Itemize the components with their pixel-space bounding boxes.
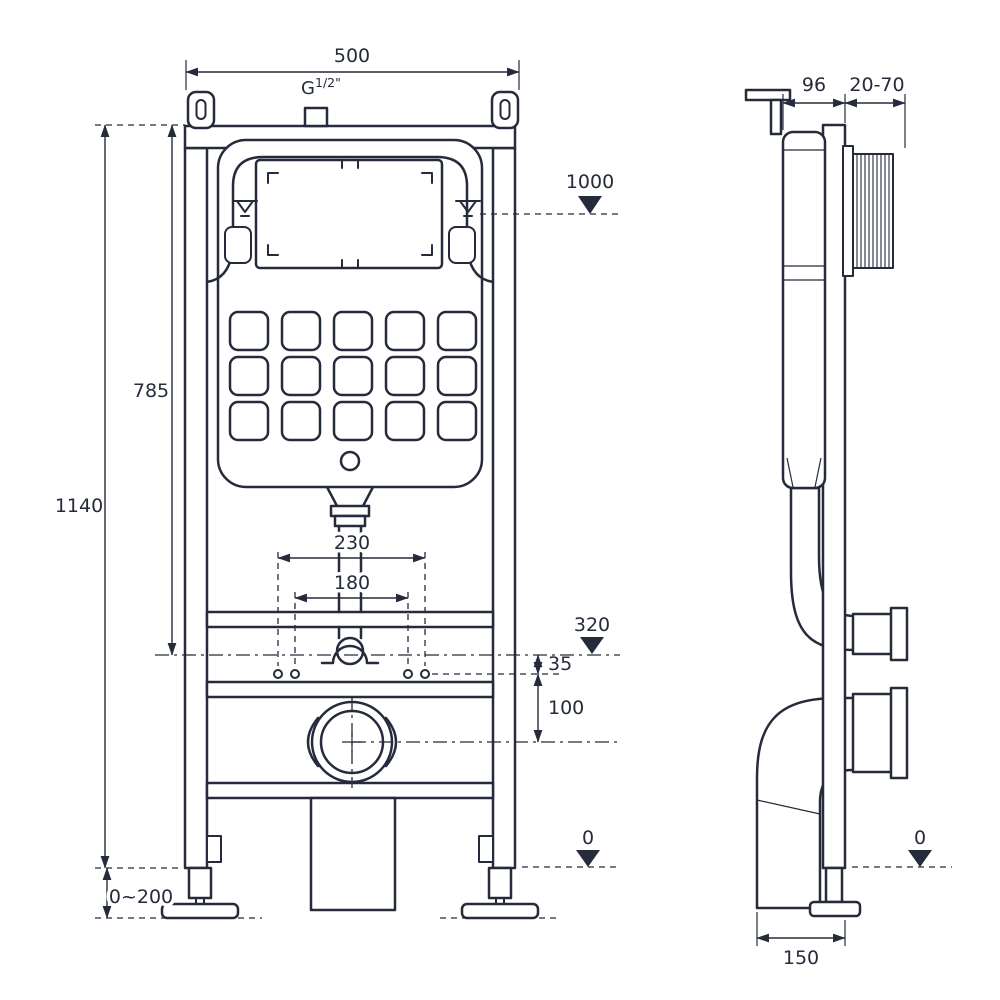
- flush-socket: [851, 612, 895, 656]
- flush-bend-clamp: [273, 636, 430, 679]
- datum-arrow-icon: [576, 850, 600, 867]
- water-level-icon: [232, 200, 258, 217]
- side-fixing-right: [448, 226, 476, 264]
- frame-rail-side: [821, 123, 847, 870]
- flush-socket-flange: [889, 606, 909, 662]
- side-fixing-left: [224, 226, 252, 264]
- drain-socket-flange: [889, 686, 909, 780]
- dim-label-320: 320: [574, 614, 610, 636]
- dim-label-150: 150: [783, 947, 819, 969]
- window-center-ticks: [341, 159, 359, 269]
- drain-socket: [851, 692, 895, 774]
- cistern-side-profile: [781, 130, 827, 490]
- datum-arrow-icon: [578, 196, 602, 214]
- dim-label-0-200: 0~200: [109, 886, 173, 908]
- water-level-icon: [455, 200, 481, 217]
- front-view: [160, 90, 540, 920]
- dim-label-1000: 1000: [566, 171, 614, 193]
- tank-drain-hole: [339, 450, 361, 472]
- access-window: [254, 158, 444, 270]
- side-view: [744, 88, 909, 918]
- dim-label-1140: 1140: [55, 495, 103, 517]
- cistern-tank: [205, 138, 495, 489]
- dim-label-20-70: 20-70: [849, 74, 904, 96]
- dim-label-230: 230: [334, 532, 370, 554]
- mounting-grid: [228, 310, 478, 442]
- dim-label-35: 35: [548, 653, 572, 675]
- dim-label-180: 180: [334, 572, 370, 594]
- dim-label-785: 785: [133, 380, 169, 402]
- actuator-rod: [744, 88, 792, 136]
- inlet-label-sup: 1/2": [315, 75, 341, 90]
- dim-label-100: 100: [548, 697, 584, 719]
- dim-label-0-side: 0: [914, 827, 926, 849]
- inlet-label: G: [301, 78, 315, 99]
- dim-label-500: 500: [334, 45, 370, 67]
- adjustable-foot-side: [808, 866, 862, 918]
- flush-bend: [789, 486, 909, 662]
- dimension-annotations: 500 G 1/2" 1000 785 1140 230 180 320 35 …: [55, 45, 952, 969]
- wall-bracket-tabs: [186, 90, 520, 130]
- dim-label-96: 96: [802, 74, 826, 96]
- water-inlet-fitting: [303, 106, 329, 128]
- adjustable-feet: [160, 835, 540, 920]
- frame-rails: [183, 124, 517, 870]
- dim-label-0-front: 0: [582, 827, 594, 849]
- datum-arrow-icon: [908, 850, 932, 867]
- datum-arrow-icon: [580, 637, 604, 654]
- window-corner-marks: [267, 172, 433, 256]
- drain-bend-box: [309, 796, 397, 912]
- threaded-wall-rod: [842, 145, 894, 277]
